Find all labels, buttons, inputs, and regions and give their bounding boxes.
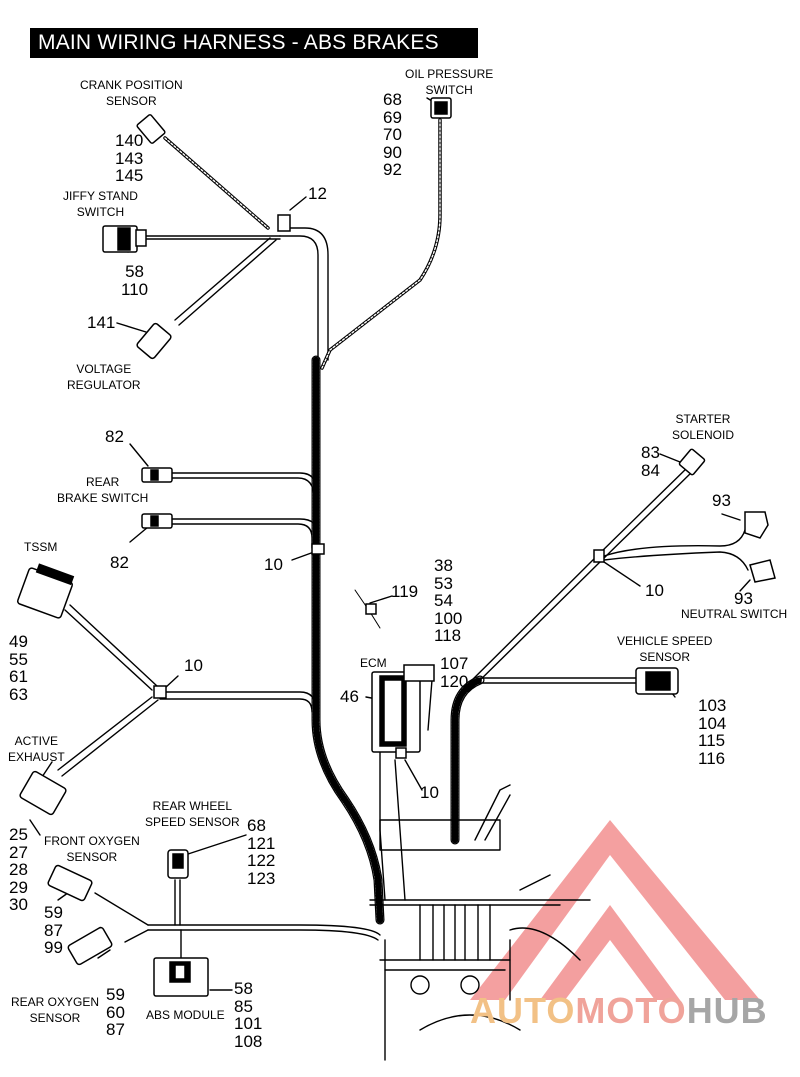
label-ecm: ECM [360,656,387,670]
main-trunk-wire [279,235,319,361]
label-abs-module: ABS MODULE [146,1008,225,1022]
label-rear-wheel-speed-sensor: REAR WHEEL SPEED SENSOR [145,799,240,829]
tssm-wire [64,609,153,691]
label-vehicle-speed-sensor: VEHICLE SPEED SENSOR [617,634,713,664]
callout-neutral-top: 93 [712,491,731,510]
callout-clip-10-ecm: 10 [420,783,439,802]
left-branch-wire [159,691,317,711]
front-o2-wire [94,892,149,926]
clip-10-right-icon [593,549,605,563]
callout-clip-119: 119 [391,582,419,601]
rear-brake-wire-top [171,472,319,549]
label-tssm: TSSM [24,540,58,554]
callout-brake-bottom: 82 [110,553,129,572]
starter-solenoid-icon [678,448,706,476]
callout-ecm-left: 46 [340,687,359,706]
active-exhaust-wire [57,696,153,771]
main-loom [311,355,385,925]
label-rear-oxygen-sensor: REAR OXYGEN SENSOR [11,995,100,1025]
title-bar [30,28,478,58]
crank-connector-icon [136,114,166,144]
label-rear-brake-switch: REAR BRAKE SWITCH [57,475,149,505]
watermark-logo-icon [470,820,760,1000]
abs-branch-wire [147,924,381,936]
neutral-switch-top-icon [744,511,769,539]
rear-o2-connector-icon [67,926,113,966]
voltage-wire [174,237,271,321]
neutral-switch-bottom-icon [749,559,776,583]
clip-10-mid-icon [311,543,325,555]
label-voltage-regulator: VOLTAGE REGULATOR [67,362,141,392]
label-jiffy-stand-switch: JIFFY STAND SWITCH [63,189,138,219]
watermark-text: AUTOMOTOHUB [470,990,768,1031]
label-oil-pressure-switch: OIL PRESSURE SWITCH [405,67,494,97]
clip-10-ecm-icon [395,747,407,759]
callout-brake-top: 82 [105,427,124,446]
lower-frame [379,819,501,851]
clip-10-left-icon [153,685,167,699]
label-active-exhaust: ACTIVE EXHAUST [8,734,65,764]
callout-clip-10-right: 10 [645,581,664,600]
rear-brake-wire-bottom [171,518,319,549]
active-exhaust-connector-icon [19,770,67,816]
callout-clip-10-left: 10 [184,656,203,675]
label-crank-position-sensor: CRANK POSITION SENSOR [80,78,183,108]
rear-o2-wire [124,929,149,943]
callout-neutral-bottom: 93 [734,589,753,608]
clip-119-icon [365,603,377,615]
callout-voltage-regulator: 141 [87,313,116,332]
page-title: MAIN WIRING HARNESS - ABS BRAKES [38,31,439,54]
label-neutral-switch: NEUTRAL SWITCH [681,607,788,621]
callout-clip-12: 12 [308,184,327,203]
oil-wire [320,118,442,370]
voltage-connector-icon [136,322,172,360]
callout-clip-10-mid: 10 [264,555,283,574]
label-starter-solenoid: STARTER SOLENOID [672,412,735,442]
label-front-oxygen-sensor: FRONT OXYGEN SENSOR [44,834,140,864]
front-o2-connector-icon [47,864,93,902]
neutral-wire [603,529,746,557]
clip-12-icon [277,214,291,232]
